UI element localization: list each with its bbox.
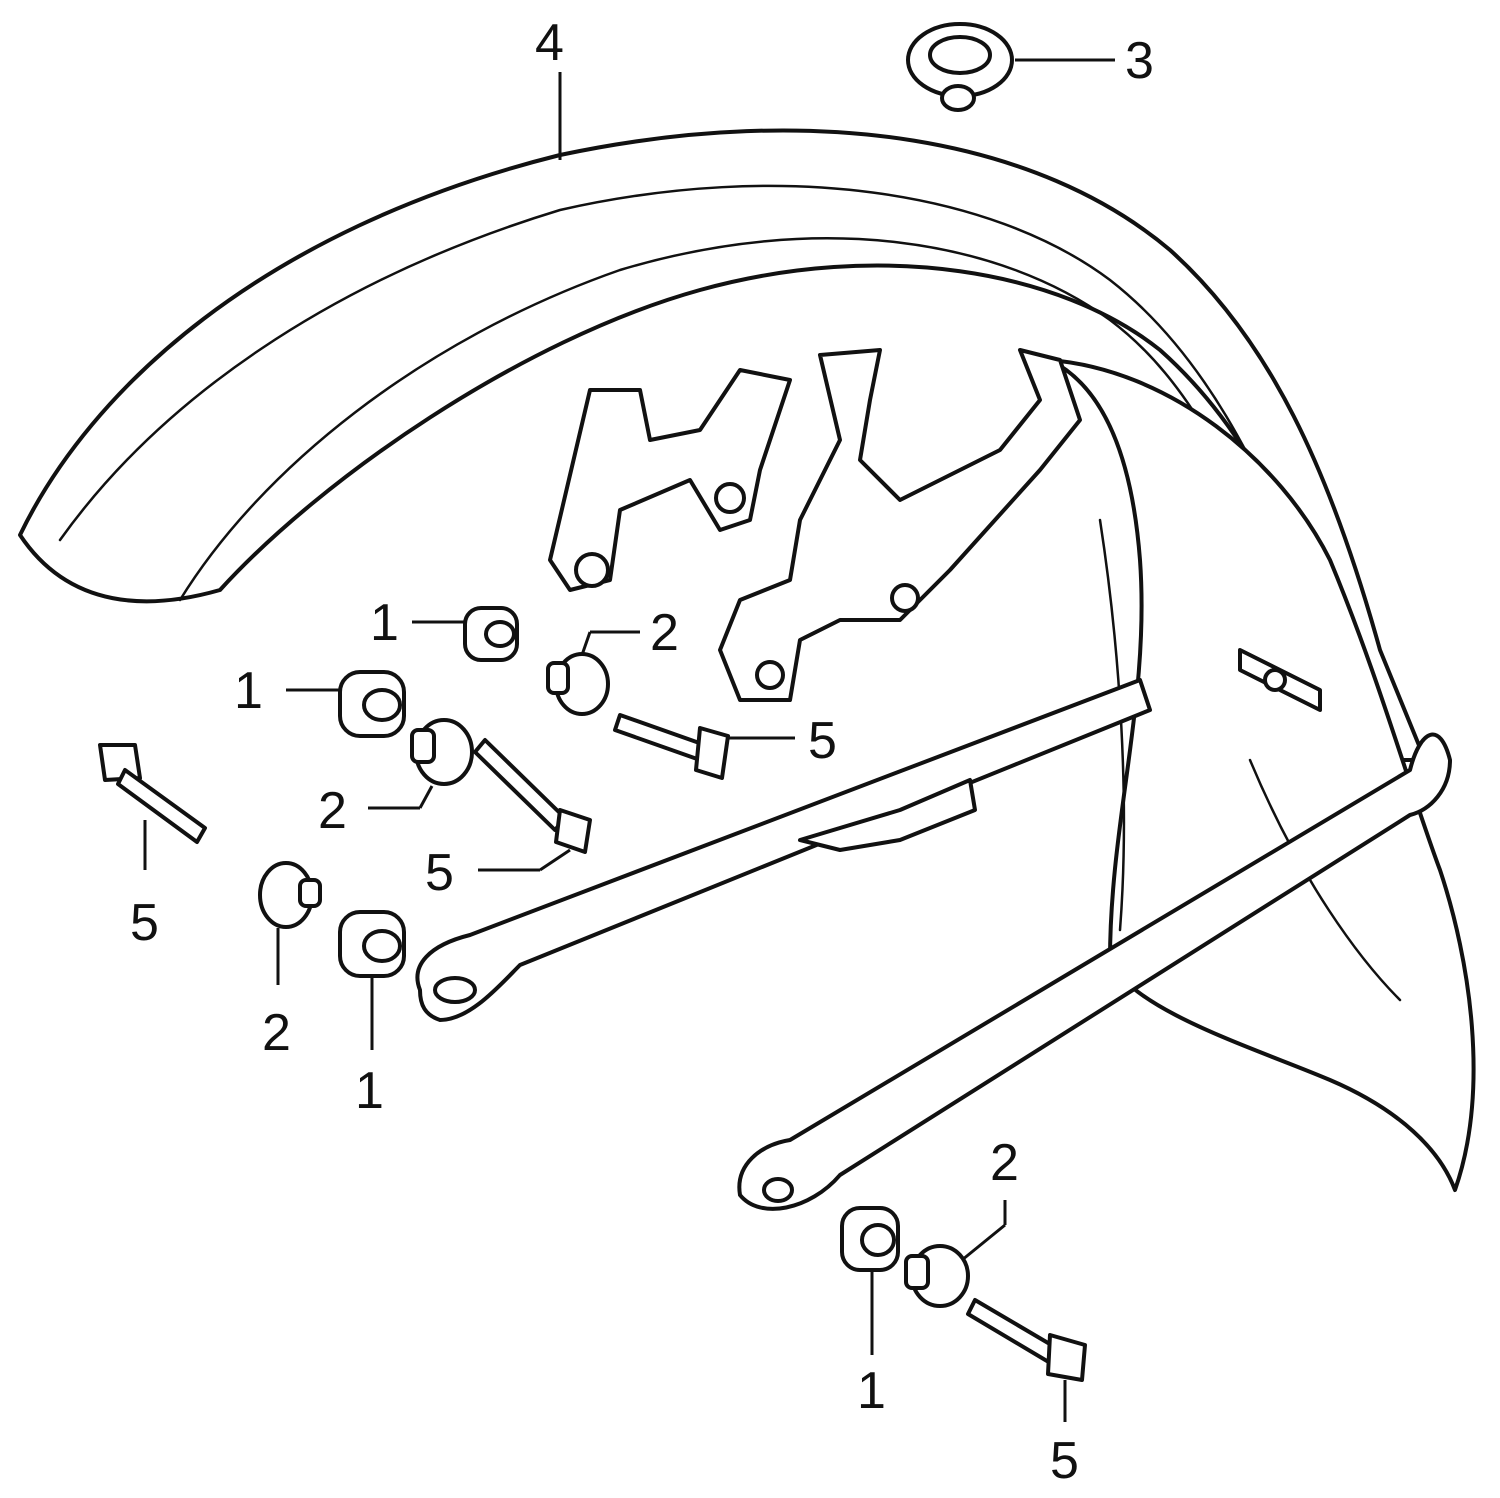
fender-side-fastener bbox=[1238, 648, 1322, 712]
rubber-nut-1b bbox=[338, 670, 406, 738]
rubber-nut-1d bbox=[840, 1206, 900, 1272]
callout-5-left: 5 bbox=[130, 894, 159, 952]
fender-stay-upper bbox=[415, 678, 1152, 1022]
bolt-5a bbox=[613, 713, 730, 780]
rubber-nut-1c bbox=[338, 910, 406, 978]
callout-2-mid: 2 bbox=[318, 782, 347, 840]
fender-mounting-bracket-right bbox=[718, 348, 1082, 702]
callout-2-left: 2 bbox=[262, 1004, 291, 1062]
callout-2-bottom: 2 bbox=[990, 1134, 1019, 1192]
callout-1-lower: 1 bbox=[355, 1062, 384, 1120]
callout-1-left: 1 bbox=[234, 662, 263, 720]
grommet-part-3 bbox=[906, 22, 1014, 112]
front-fender bbox=[18, 128, 1476, 1192]
collar-2d bbox=[904, 1244, 970, 1308]
leader-lines bbox=[143, 58, 1115, 1422]
callout-3: 3 bbox=[1125, 32, 1154, 90]
bolt-5c bbox=[98, 743, 207, 844]
collar-2c bbox=[258, 861, 322, 929]
callout-labels: 4 3 1 1 2 5 2 5 5 2 1 2 1 5 bbox=[130, 14, 1154, 1490]
collar-2b bbox=[410, 718, 474, 786]
callout-5-bottom: 5 bbox=[1050, 1432, 1079, 1490]
callout-5-mid: 5 bbox=[425, 844, 454, 902]
callout-1-top: 1 bbox=[370, 594, 399, 652]
collar-2a bbox=[546, 652, 610, 716]
bolt-5d bbox=[966, 1298, 1087, 1382]
fender-stay-lower bbox=[737, 732, 1452, 1211]
callout-2-top: 2 bbox=[650, 604, 679, 662]
callout-1-bottom: 1 bbox=[857, 1362, 886, 1420]
callout-5-upper: 5 bbox=[808, 712, 837, 770]
bolt-5b bbox=[473, 738, 592, 854]
rubber-nut-1a bbox=[463, 606, 519, 662]
fender-mounting-bracket-left bbox=[548, 368, 792, 592]
callout-4: 4 bbox=[535, 14, 564, 72]
